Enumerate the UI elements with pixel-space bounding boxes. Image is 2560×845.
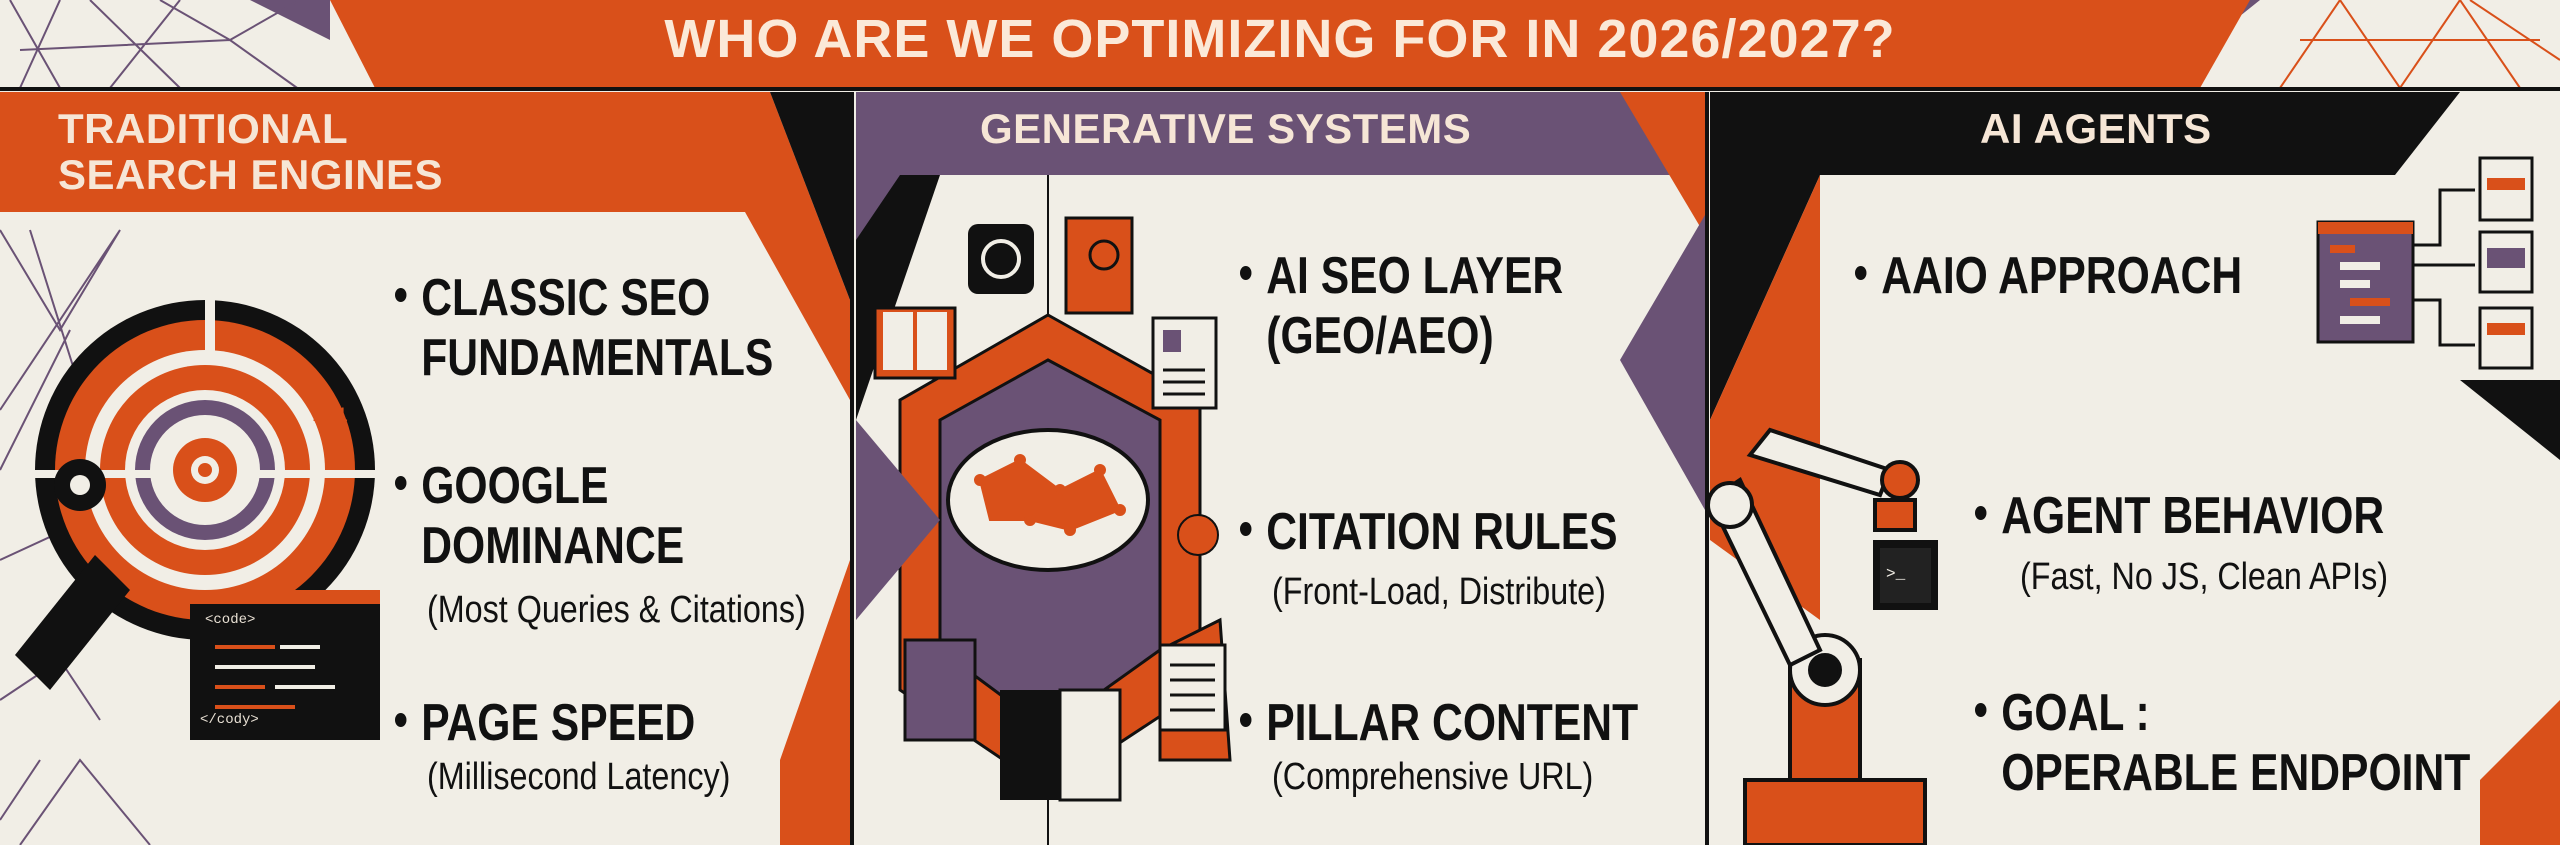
gear-icon: [173, 438, 237, 502]
bullet-pillar-content: PILLAR CONTENT: [1240, 693, 1638, 753]
bullet-dot: [395, 476, 407, 491]
bullet-page-speed: PAGE SPEED: [395, 693, 695, 753]
bullet-agent-behavior-sub: (Fast, No JS, Clean APIs): [2020, 556, 2388, 598]
robot-arm-icon: [1706, 427, 1927, 845]
bullet-citation-rules: CITATION RULES: [1240, 502, 1618, 562]
bullet-dot: [1855, 266, 1867, 281]
geometric-lines-left: [9, 0, 301, 91]
title-banner: [330, 0, 2250, 88]
col2-header: GENERATIVE SYSTEMS: [980, 105, 1472, 152]
terminal-prompt: >_: [1886, 565, 1906, 583]
books-icon: [903, 638, 1122, 802]
bullet-dot: [395, 288, 407, 303]
citation-badge-icon: [1177, 514, 1219, 556]
col1-header-band: [0, 92, 850, 845]
bullet-dot: [1240, 522, 1252, 537]
bullet-citation-rules-sub: (Front-Load, Distribute): [1272, 571, 1606, 613]
col3-header-band: [1710, 92, 2460, 420]
code-open-tag: <code>: [205, 612, 256, 628]
code-window-icon: [190, 590, 380, 740]
openai-logo-icon: [968, 224, 1034, 294]
bullet-aaio-approach: AAIO APPROACH: [1855, 246, 2242, 306]
bullet-dot: [1975, 506, 1987, 521]
small-gear-icon: [54, 459, 106, 511]
bullet-agent-behavior: AGENT BEHAVIOR: [1975, 486, 2384, 546]
bullet-dot: [1240, 266, 1252, 281]
document-icon: [1151, 316, 1218, 410]
bullet-dot: [1240, 713, 1252, 728]
bullet-ai-seo-layer: AI SEO LAYER(GEO/AEO): [1240, 246, 1563, 366]
bullet-page-speed-sub: (Millisecond Latency): [427, 756, 731, 798]
col1-header: TRADITIONAL SEARCH ENGINES: [58, 106, 443, 198]
bullet-goal: GOAL :OPERABLE ENDPOINT: [1975, 683, 2470, 803]
open-book-icon: [873, 306, 957, 380]
col1-header-line1: TRADITIONAL: [58, 105, 349, 152]
api-flow-windows-icon: [2316, 156, 2534, 370]
globe-book-icon: [1064, 216, 1134, 315]
col1-header-line2: SEARCH ENGINES: [58, 151, 444, 198]
document-icon-2: [1158, 643, 1227, 732]
page-title: WHO ARE WE OPTIMIZING FOR IN 2026/2027?: [664, 9, 1896, 69]
bullet-dot: [1975, 703, 1987, 718]
terminal-icon: [1873, 540, 1938, 610]
col2-header-band: [856, 92, 1700, 260]
bullet-google-dominance-sub: (Most Queries & Citations): [427, 589, 806, 631]
gauge-label: 1/1: [312, 405, 349, 428]
col3-header: AI AGENTS: [1980, 105, 2212, 152]
bullet-dot: [395, 713, 407, 728]
code-close-tag: </cody>: [200, 712, 259, 728]
bullet-pillar-content-sub: (Comprehensive URL): [1272, 756, 1594, 798]
